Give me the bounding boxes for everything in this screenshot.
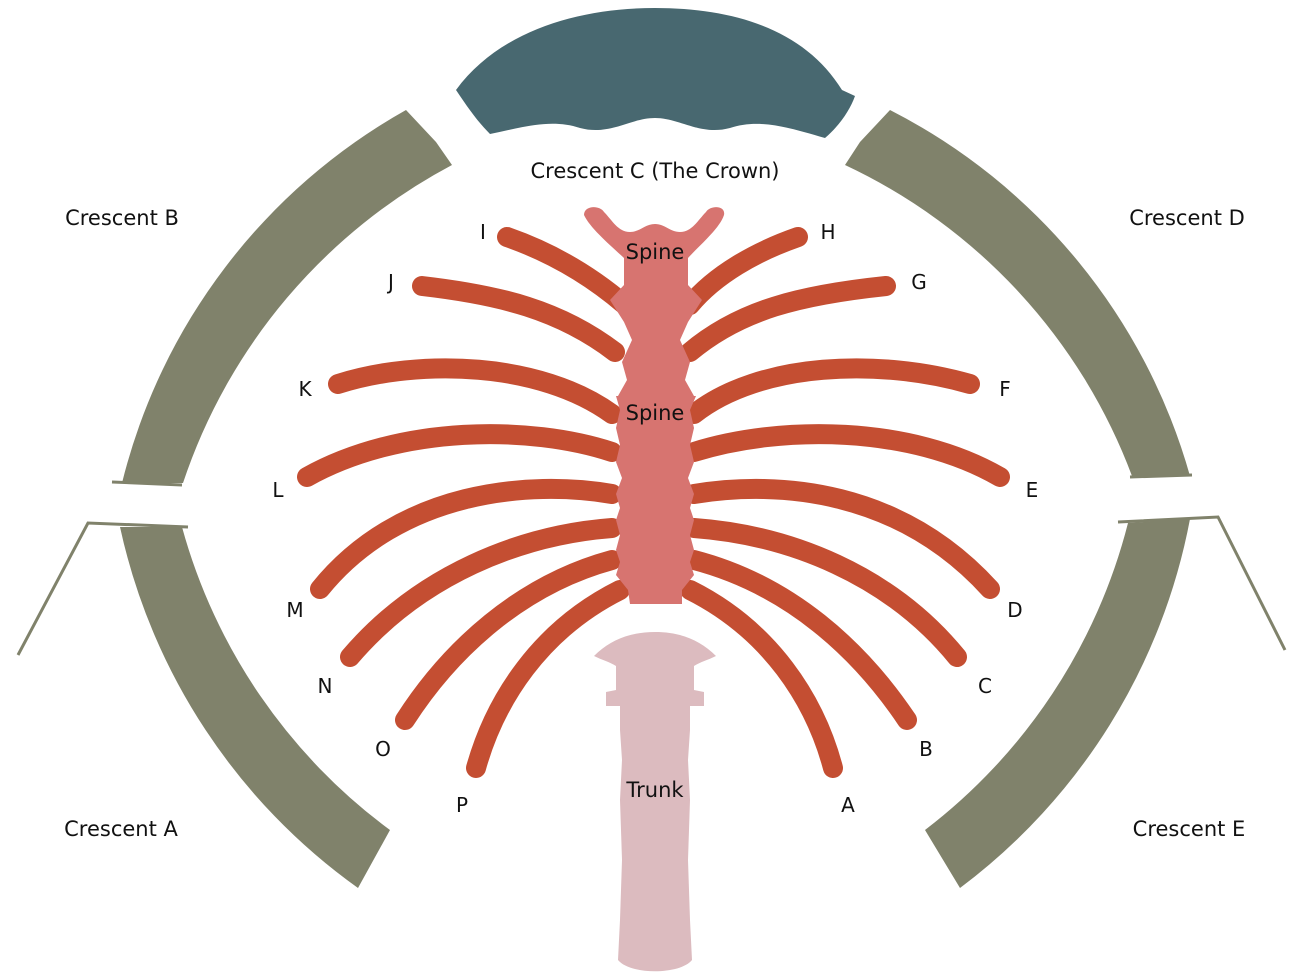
label-spine-upper: Spine <box>626 240 685 264</box>
ribs-right <box>690 237 1000 768</box>
label-crescent-e: Crescent E <box>1133 817 1246 841</box>
label-rib-c: C <box>978 674 992 698</box>
label-rib-e: E <box>1026 478 1039 502</box>
trunk-cap <box>594 632 716 706</box>
rib-k <box>338 368 612 414</box>
label-crescent-a: Crescent A <box>64 817 178 841</box>
crescent-d-end-line <box>1130 475 1192 477</box>
label-rib-f: F <box>999 377 1011 401</box>
label-rib-a: A <box>841 793 855 817</box>
rib-e <box>694 434 1000 477</box>
label-rib-l: L <box>272 478 284 502</box>
spine-lower <box>616 396 696 604</box>
crown-shape <box>456 8 855 138</box>
label-trunk: Trunk <box>625 778 684 802</box>
label-spine-lower: Spine <box>626 401 685 425</box>
rib-i <box>507 237 625 305</box>
trunk-body <box>618 706 692 971</box>
label-crescent-d: Crescent D <box>1129 206 1245 230</box>
crescent-b-shape <box>122 110 452 483</box>
label-rib-j: J <box>386 270 394 294</box>
label-rib-o: O <box>375 737 391 761</box>
label-crescent-b: Crescent B <box>65 206 179 230</box>
crescent-d-shape <box>845 110 1190 476</box>
label-rib-h: H <box>820 220 835 244</box>
label-rib-b: B <box>919 737 933 761</box>
label-crescent-c: Crescent C (The Crown) <box>530 159 779 183</box>
label-rib-m: M <box>286 598 303 622</box>
rib-l <box>307 434 612 477</box>
rib-j <box>422 286 615 352</box>
ribs-left <box>307 237 625 768</box>
label-rib-n: N <box>318 674 333 698</box>
rib-g <box>690 286 886 352</box>
label-rib-d: D <box>1007 598 1022 622</box>
label-rib-k: K <box>298 377 312 401</box>
label-rib-g: G <box>911 270 927 294</box>
label-rib-i: I <box>480 220 486 244</box>
rib-f <box>694 368 970 414</box>
label-rib-p: P <box>456 793 468 817</box>
